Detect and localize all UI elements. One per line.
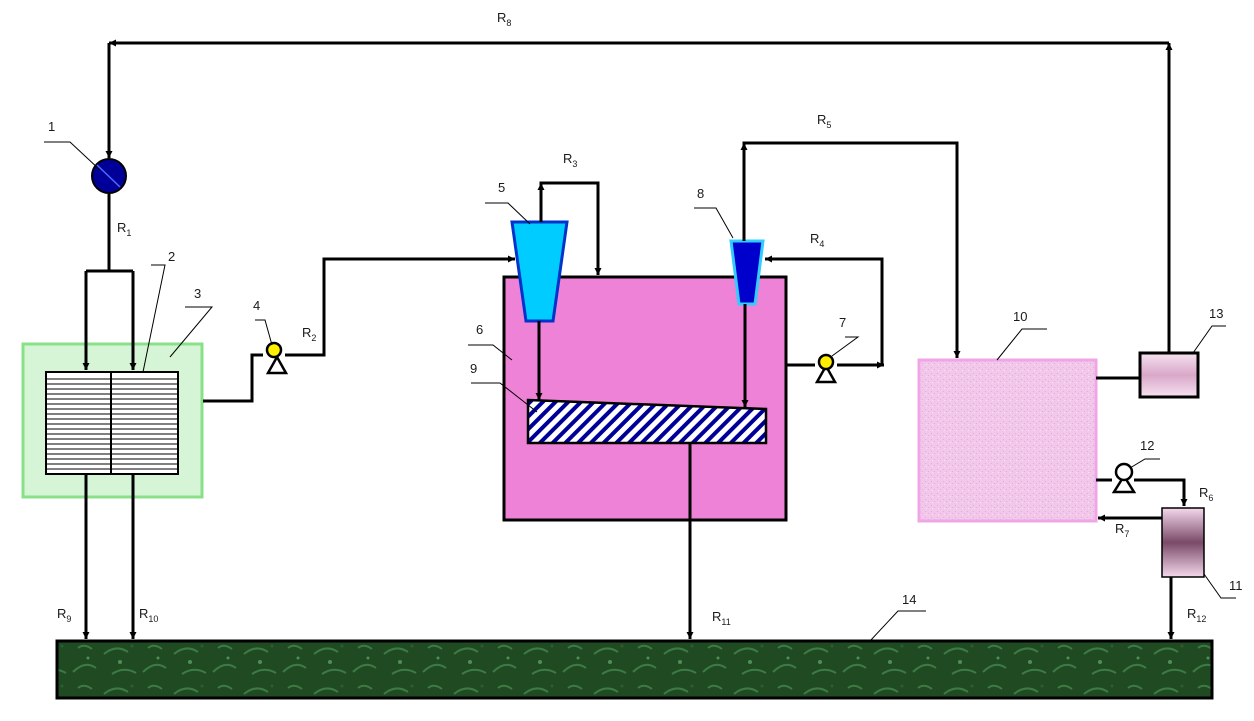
- ground-14: [55, 639, 1214, 700]
- label-5: 5: [498, 180, 505, 195]
- stream-label-r11: R11: [712, 609, 731, 627]
- pipe-r6: [1096, 478, 1188, 506]
- cyclone-8: [729, 239, 765, 306]
- label-13: 13: [1209, 306, 1223, 321]
- label-10: 10: [1013, 309, 1027, 324]
- label-1: 1: [48, 119, 55, 134]
- screen-9: [526, 398, 768, 445]
- pump-4: [265, 341, 289, 375]
- pump-7: [814, 353, 838, 384]
- label-9: 9: [470, 361, 477, 376]
- label-3: 3: [194, 286, 201, 301]
- stream-label-r8: R8: [497, 10, 511, 28]
- stream-label-r4: R4: [810, 231, 824, 249]
- label-4: 4: [253, 298, 260, 313]
- stream-labels: R8 R1 R2 R3 R4 R5 R6 R7 R9 R10 R11 R12: [57, 10, 1213, 627]
- stream-label-r5: R5: [817, 112, 831, 130]
- stream-label-r2: R2: [302, 325, 316, 343]
- pipe-r1: [82, 194, 137, 370]
- unit-13: [1138, 351, 1200, 399]
- label-6: 6: [476, 322, 483, 337]
- pipe-r4: [765, 255, 884, 369]
- stream-label-r3: R3: [563, 151, 577, 169]
- pipe-r3: [537, 181, 602, 275]
- label-14: 14: [902, 592, 916, 607]
- stream-label-r6: R6: [1199, 485, 1213, 503]
- unit-11: [1161, 507, 1205, 578]
- equipment-labels: 1 2 3 4 5 6 7 8 9 10 11 12 13 14: [48, 119, 1243, 607]
- stream-label-r12: R12: [1187, 606, 1206, 624]
- pipe-r2: [203, 255, 515, 403]
- cyclone-5: [510, 220, 569, 323]
- label-11: 11: [1229, 578, 1243, 593]
- stream-label-r10: R10: [139, 606, 158, 624]
- pipe-r8: [105, 39, 1173, 353]
- pipe-r5: [740, 141, 961, 358]
- label-12: 12: [1140, 438, 1154, 453]
- leader-lines: [44, 141, 1236, 642]
- stream-label-r1: R1: [117, 220, 131, 238]
- valve-1: [91, 158, 127, 194]
- unit-10: [917, 358, 1098, 523]
- stream-label-r9: R9: [57, 606, 71, 624]
- stream-label-r7: R7: [1115, 521, 1129, 539]
- pump-12: [1111, 462, 1137, 494]
- label-7: 7: [839, 315, 846, 330]
- unit-2-filter-press: [45, 371, 179, 475]
- label-8: 8: [697, 186, 704, 201]
- label-2: 2: [168, 249, 175, 264]
